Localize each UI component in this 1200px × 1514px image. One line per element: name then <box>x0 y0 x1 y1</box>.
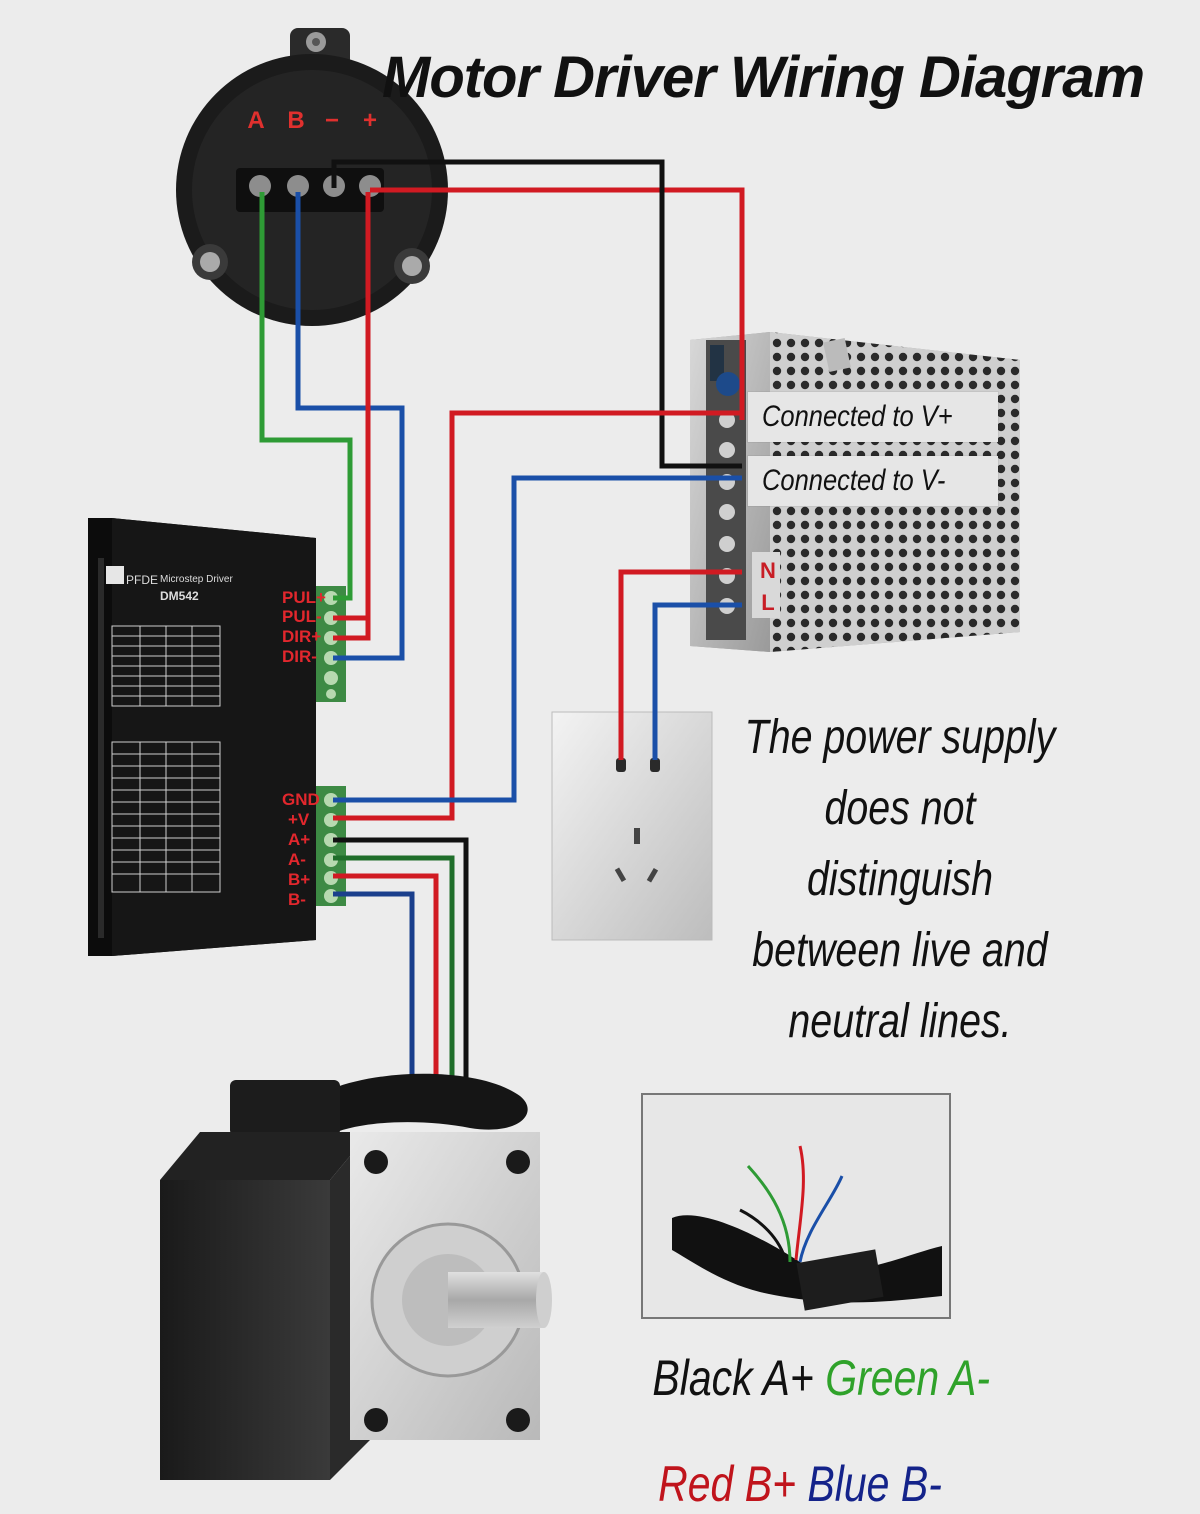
wire-encoder-plus-to-psu-red <box>370 187 745 420</box>
driver-current-table <box>111 625 221 707</box>
note-line: The power supply <box>744 711 1056 764</box>
psu-label-v-plus-text: Connected to V+ <box>762 400 953 433</box>
legend-red-b-plus: Red B+ <box>658 1456 797 1512</box>
wall-socket <box>551 711 713 941</box>
wire-motor-a-plus-black <box>333 837 469 1080</box>
driver-logo-icon <box>106 566 124 584</box>
socket-plate <box>551 711 713 941</box>
driver-brand: PFDE <box>126 573 158 587</box>
wire-encoder-b-blue <box>295 192 405 661</box>
encoder: A B − + <box>176 28 448 326</box>
wire-motor-b-minus-blue <box>333 891 415 1080</box>
motor-cable-gland <box>230 1080 340 1136</box>
note-line: does not distinguish <box>807 782 993 906</box>
psu-label-v-plus: Connected to V+ <box>748 392 998 442</box>
driver-terminal-dir-plus: DIR+ <box>282 627 321 646</box>
legend-blue-b-minus: Blue B- <box>807 1456 942 1512</box>
wire-driver-gnd-blue <box>333 475 742 803</box>
driver-terminal-b-minus: B- <box>288 890 306 909</box>
driver-model-line: Microstep Driver <box>160 574 233 585</box>
power-supply-note: The power supply does not distinguish be… <box>736 702 1064 1057</box>
driver-terminal-v-plus: +V <box>288 810 310 829</box>
wire-encoder-plus-red <box>333 192 371 641</box>
note-line: between live and <box>752 924 1048 977</box>
wire-color-legend-line-1: Black A+ Green A- <box>652 1348 990 1408</box>
encoder-terminal-block <box>236 168 384 212</box>
driver-terminal-pul-minus: PUL- <box>282 607 322 626</box>
psu-terminal-l: L <box>761 590 774 615</box>
wire-encoder-minus-black <box>331 159 742 469</box>
psu-label-v-minus: Connected to V- <box>748 456 998 506</box>
driver-terminal-a-plus: A+ <box>288 830 310 849</box>
page-title: Motor Driver Wiring Diagram <box>382 45 1145 110</box>
wire-motor-b-plus-red <box>333 873 439 1080</box>
wire-color-legend-line-2: Red B+ Blue B- <box>652 1454 947 1514</box>
encoder-terminal-a: A <box>247 107 264 134</box>
driver-terminal-dir-minus: DIR- <box>282 647 317 666</box>
encoder-terminal-plus: + <box>363 107 377 134</box>
driver-terminal-b-plus: B+ <box>288 870 310 889</box>
wires <box>259 159 745 1080</box>
stepper-driver: PFDE Microstep Driver DM542 <box>88 518 346 956</box>
driver-terminal-a-minus: A- <box>288 850 306 869</box>
note-line: neutral lines. <box>788 995 1012 1048</box>
driver-terminal-pul-plus: PUL+ <box>282 588 326 607</box>
psu-label-v-minus-text: Connected to V- <box>762 464 946 497</box>
legend-black-a-plus: Black A+ <box>652 1350 814 1406</box>
encoder-terminal-minus: − <box>325 107 339 134</box>
driver-pulse-table <box>111 741 221 893</box>
wire-driver-v-plus-red <box>333 410 742 821</box>
motor-shaft <box>448 1272 544 1328</box>
legend-green-a-minus: Green A- <box>825 1350 991 1406</box>
wire-socket-red <box>618 569 742 760</box>
driver-terminal-gnd: GND <box>282 790 320 809</box>
cable-inset-photo <box>641 1093 951 1319</box>
wire-motor-a-minus-green <box>333 855 455 1080</box>
encoder-terminal-b: B <box>287 107 304 134</box>
encoder-screw <box>200 252 220 272</box>
stepper-motor <box>160 1073 552 1480</box>
wire-socket-blue <box>652 602 742 760</box>
wire-encoder-a-green <box>259 192 353 601</box>
encoder-screw <box>402 256 422 276</box>
motor-cable <box>300 1073 528 1140</box>
psu-terminal-n: N <box>760 558 776 583</box>
driver-model: DM542 <box>160 589 199 603</box>
